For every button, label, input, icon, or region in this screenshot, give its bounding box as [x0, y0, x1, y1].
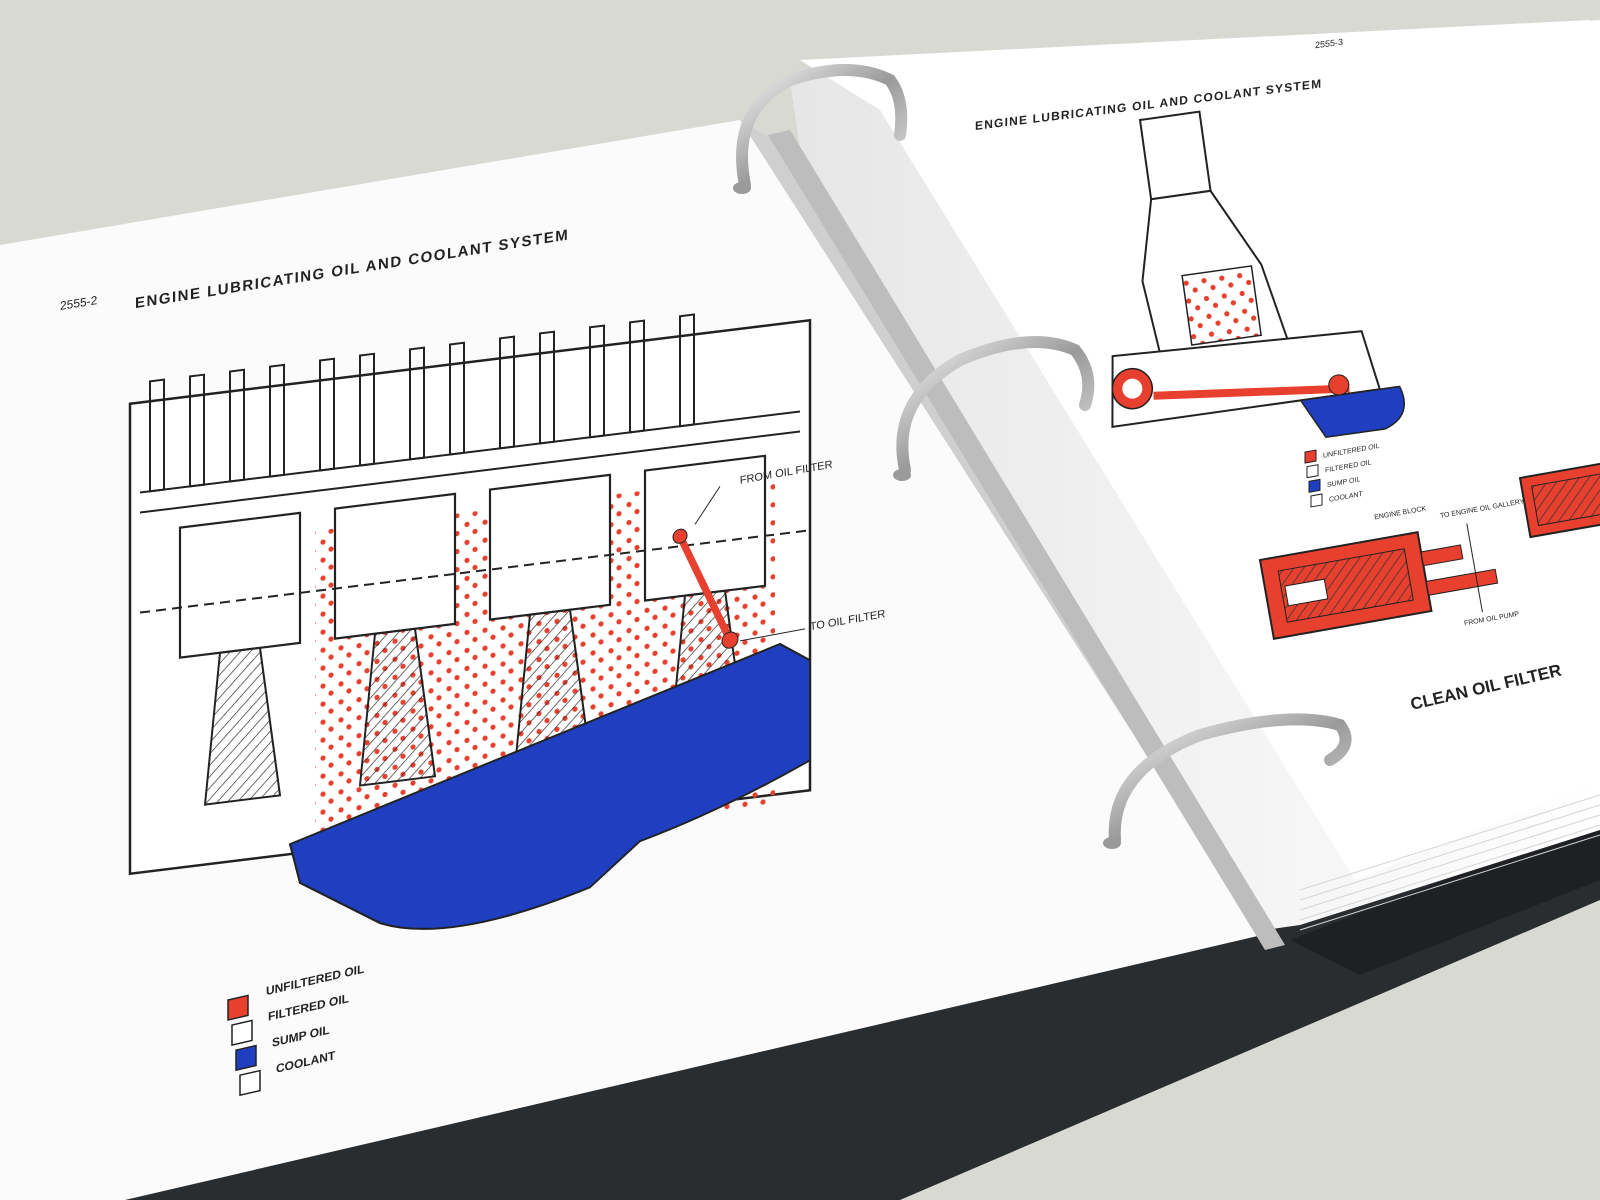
binder-ring-top — [736, 64, 908, 191]
oil-filter-partial — [1518, 456, 1600, 539]
right-page-number: 2555-3 — [1315, 37, 1343, 50]
punch-holes — [733, 182, 1121, 849]
cylinders — [178, 454, 767, 659]
left-page-number: 2555-2 — [60, 293, 98, 313]
binder-cover-right — [1290, 820, 1600, 975]
oil-passage — [676, 534, 734, 642]
valve-train — [140, 313, 800, 514]
page-edges — [1299, 794, 1600, 931]
oil-sump — [288, 642, 811, 930]
oil-passage-port-bottom — [721, 631, 739, 649]
binder-ring-bottom — [1108, 713, 1352, 846]
binder-ring-middle — [896, 336, 1095, 476]
engine-end-view-diagram — [1111, 110, 1405, 439]
binder-spine-bar — [768, 130, 1285, 950]
connecting-rods — [203, 589, 747, 806]
engine-cutaway-diagram: FROM OIL FILTER TO OIL FILTER — [128, 313, 886, 930]
oil-passage-port-top — [672, 528, 688, 544]
right-page — [800, 20, 1600, 880]
binder-rings — [736, 64, 1352, 846]
